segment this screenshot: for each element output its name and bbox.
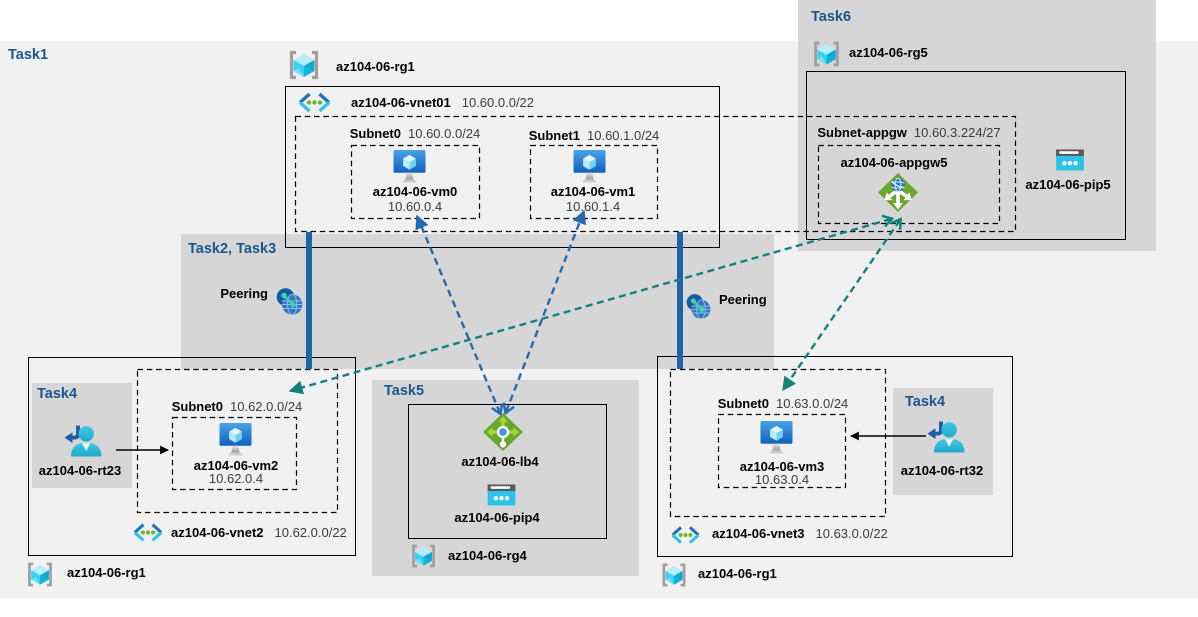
peering-icon <box>686 294 711 319</box>
vm3-icon <box>760 420 793 455</box>
task6-label: Task6 <box>811 9 852 25</box>
vm2-dashed <box>171 416 298 491</box>
subnet-appgw-label: Subnet-appgw 10.60.3.224/27 <box>817 126 1000 140</box>
subnet-appgw-cidr: 10.60.3.224/27 <box>913 125 1001 140</box>
vm1-icon <box>573 149 606 184</box>
app-gateway-icon <box>877 172 919 213</box>
vm1-name: az104-06-vm1 <box>550 184 636 199</box>
vnet01-label: az104-06-vnet01 10.60.0.0/22 <box>351 96 534 110</box>
lb4-to-vm1-arrow <box>506 211 584 412</box>
rg5-box <box>806 71 1126 240</box>
vm2-icon <box>219 422 252 457</box>
vm0-name: az104-06-vm0 <box>372 184 458 199</box>
subnet0-vnet01-cidr: 10.60.0.0/24 <box>408 126 481 141</box>
vm3-dashed <box>717 413 847 489</box>
load-balancer-icon <box>482 412 524 452</box>
subnet0-vnet2-name: Subnet0 <box>171 399 223 414</box>
vnet2-box <box>28 357 356 556</box>
task4-left-label: Task4 <box>37 386 78 402</box>
appgw5-name: az104-06-appgw5 <box>840 155 948 170</box>
subnet0-vnet2-cidr: 10.62.0.0/24 <box>230 399 303 414</box>
vnet3-cidr: 10.63.0.0/22 <box>815 526 888 541</box>
resource-group-icon <box>286 49 322 81</box>
vm2-name: az104-06-vm2 <box>193 458 279 473</box>
vm0-icon <box>393 149 426 184</box>
subnet1-vnet01-cidr: 10.60.1.0/24 <box>587 128 660 143</box>
subnet0-vnet01-name: Subnet0 <box>349 126 401 141</box>
rg5-label: az104-06-rg5 <box>849 45 928 60</box>
rt23-label: az104-06-rt23 <box>38 463 122 478</box>
subnet0-vnet3-name: Subnet0 <box>717 396 769 411</box>
vm3-ip: 10.63.0.4 <box>754 472 810 487</box>
subnet0-vnet3-label: Subnet0 10.63.0.0/24 <box>718 397 849 411</box>
route-table-icon <box>62 424 102 458</box>
rg1-bottom-left-label: az104-06-rg1 <box>67 565 146 580</box>
rg1-bottom-right-label: az104-06-rg1 <box>698 566 777 581</box>
pip4-label: az104-06-pip4 <box>454 510 540 525</box>
subnet-appgw-name: Subnet-appgw <box>817 125 907 140</box>
task2-task3-label: Task2, Task3 <box>188 241 277 257</box>
task4-right-label: Task4 <box>905 394 946 410</box>
vnet-icon <box>296 92 333 113</box>
lb4-label: az104-06-lb4 <box>461 454 539 469</box>
subnet0-vnet2-dashed <box>136 368 339 514</box>
pip5-label: az104-06-pip5 <box>1025 177 1111 192</box>
task1-label: Task1 <box>8 47 49 63</box>
peering-icon <box>276 288 303 315</box>
vnet-icon <box>131 521 165 544</box>
resource-group-icon <box>409 543 438 569</box>
subnet1-vnet01-name: Subnet1 <box>528 128 580 143</box>
vnet3-label: az104-06-vnet3 10.63.0.0/22 <box>712 527 888 541</box>
vm3-name: az104-06-vm3 <box>739 459 825 474</box>
vm0-ip: 10.60.0.4 <box>387 199 443 214</box>
peering-right-label: Peering <box>719 292 767 307</box>
vnet2-label: az104-06-vnet2 10.62.0.0/22 <box>171 526 347 540</box>
task6-region <box>798 0 1156 251</box>
vnet3-name: az104-06-vnet3 <box>712 526 805 541</box>
vnet2-cidr: 10.62.0.0/22 <box>274 525 347 540</box>
route-table-icon <box>925 420 965 454</box>
subnet0-vnet01-label: Subnet0 10.60.0.0/24 <box>350 127 481 141</box>
rg1-top-label: az104-06-rg1 <box>336 59 415 74</box>
public-ip-icon <box>1055 149 1085 171</box>
vnet-icon <box>669 525 702 545</box>
lb4-to-vm0-arrow <box>417 216 500 413</box>
rg4-label: az104-06-rg4 <box>448 548 527 563</box>
rt32-label: az104-06-rt32 <box>900 463 984 478</box>
resource-group-icon <box>24 561 56 588</box>
resource-group-icon <box>658 562 690 588</box>
vm1-ip: 10.60.1.4 <box>565 199 621 214</box>
vnet01-cidr: 10.60.0.0/22 <box>461 95 535 110</box>
subnet0-vnet2-label: Subnet0 10.62.0.0/24 <box>172 400 303 414</box>
subnet0-vnet3-cidr: 10.63.0.0/24 <box>776 396 849 411</box>
vnet2-name: az104-06-vnet2 <box>171 525 264 540</box>
subnet-appgw-dashed <box>817 144 1001 225</box>
vm2-ip: 10.62.0.4 <box>208 471 264 486</box>
subnet1-vnet01-label: Subnet1 10.60.1.0/24 <box>529 129 660 143</box>
resource-group-icon <box>810 40 843 68</box>
public-ip-icon <box>487 484 516 506</box>
vnet01-name: az104-06-vnet01 <box>351 95 451 110</box>
peering-left-label: Peering <box>220 286 268 301</box>
